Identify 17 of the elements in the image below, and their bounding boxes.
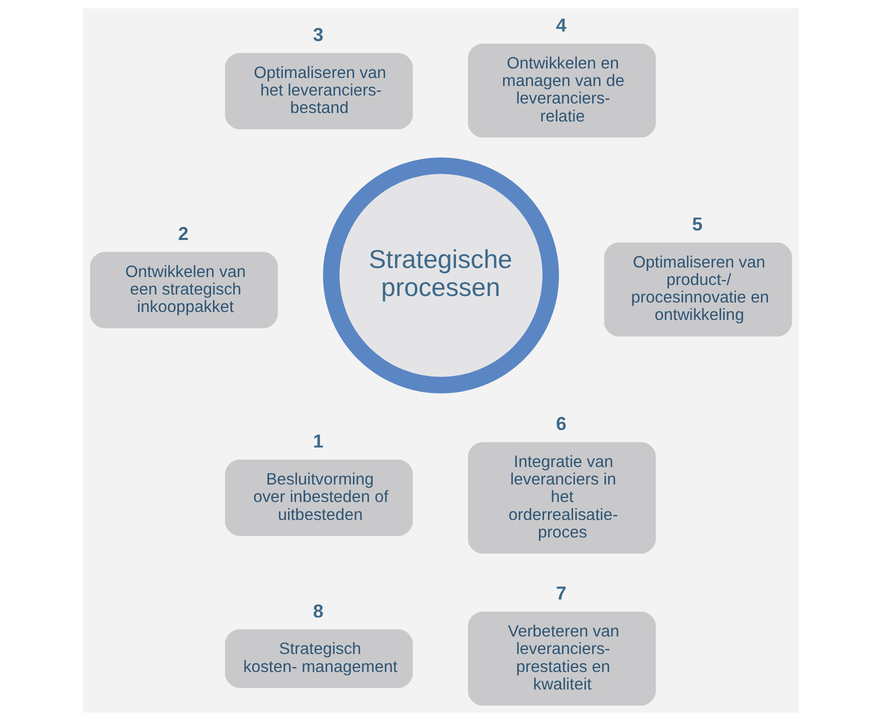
node-box: Verbeteren van leveranciers- prestaties en kwaliteit <box>468 612 656 706</box>
node-circle: Strategische processen <box>322 157 558 394</box>
node-box: Ontwikkelen en managen van de leveranciers- relatie <box>468 44 656 138</box>
node-label: 3 <box>312 24 323 45</box>
node-box: Besluitvorming over inbesteden of uitbesteden <box>224 460 412 536</box>
node-label: 8 <box>312 600 323 622</box>
node-box: Integratie van leveranciers in het orderrealisatie- proces <box>468 442 656 554</box>
node-box: Ontwikkelen van een strategisch inkooppakket <box>90 252 278 328</box>
node-box: Optimaliseren van product-/ procesinnovatie en ontwikkeling <box>604 242 792 336</box>
node-label: 6 <box>556 413 566 434</box>
node-label: 4 <box>556 14 566 36</box>
node-box: Optimaliseren van het leveranciers- bestand <box>224 52 412 130</box>
node-label: 2 <box>178 222 188 244</box>
node-label: 1 <box>312 430 323 452</box>
node-box: Strategisch kosten- management <box>224 629 412 688</box>
node-label: 5 <box>692 214 702 235</box>
node-label: 7 <box>556 582 566 604</box>
